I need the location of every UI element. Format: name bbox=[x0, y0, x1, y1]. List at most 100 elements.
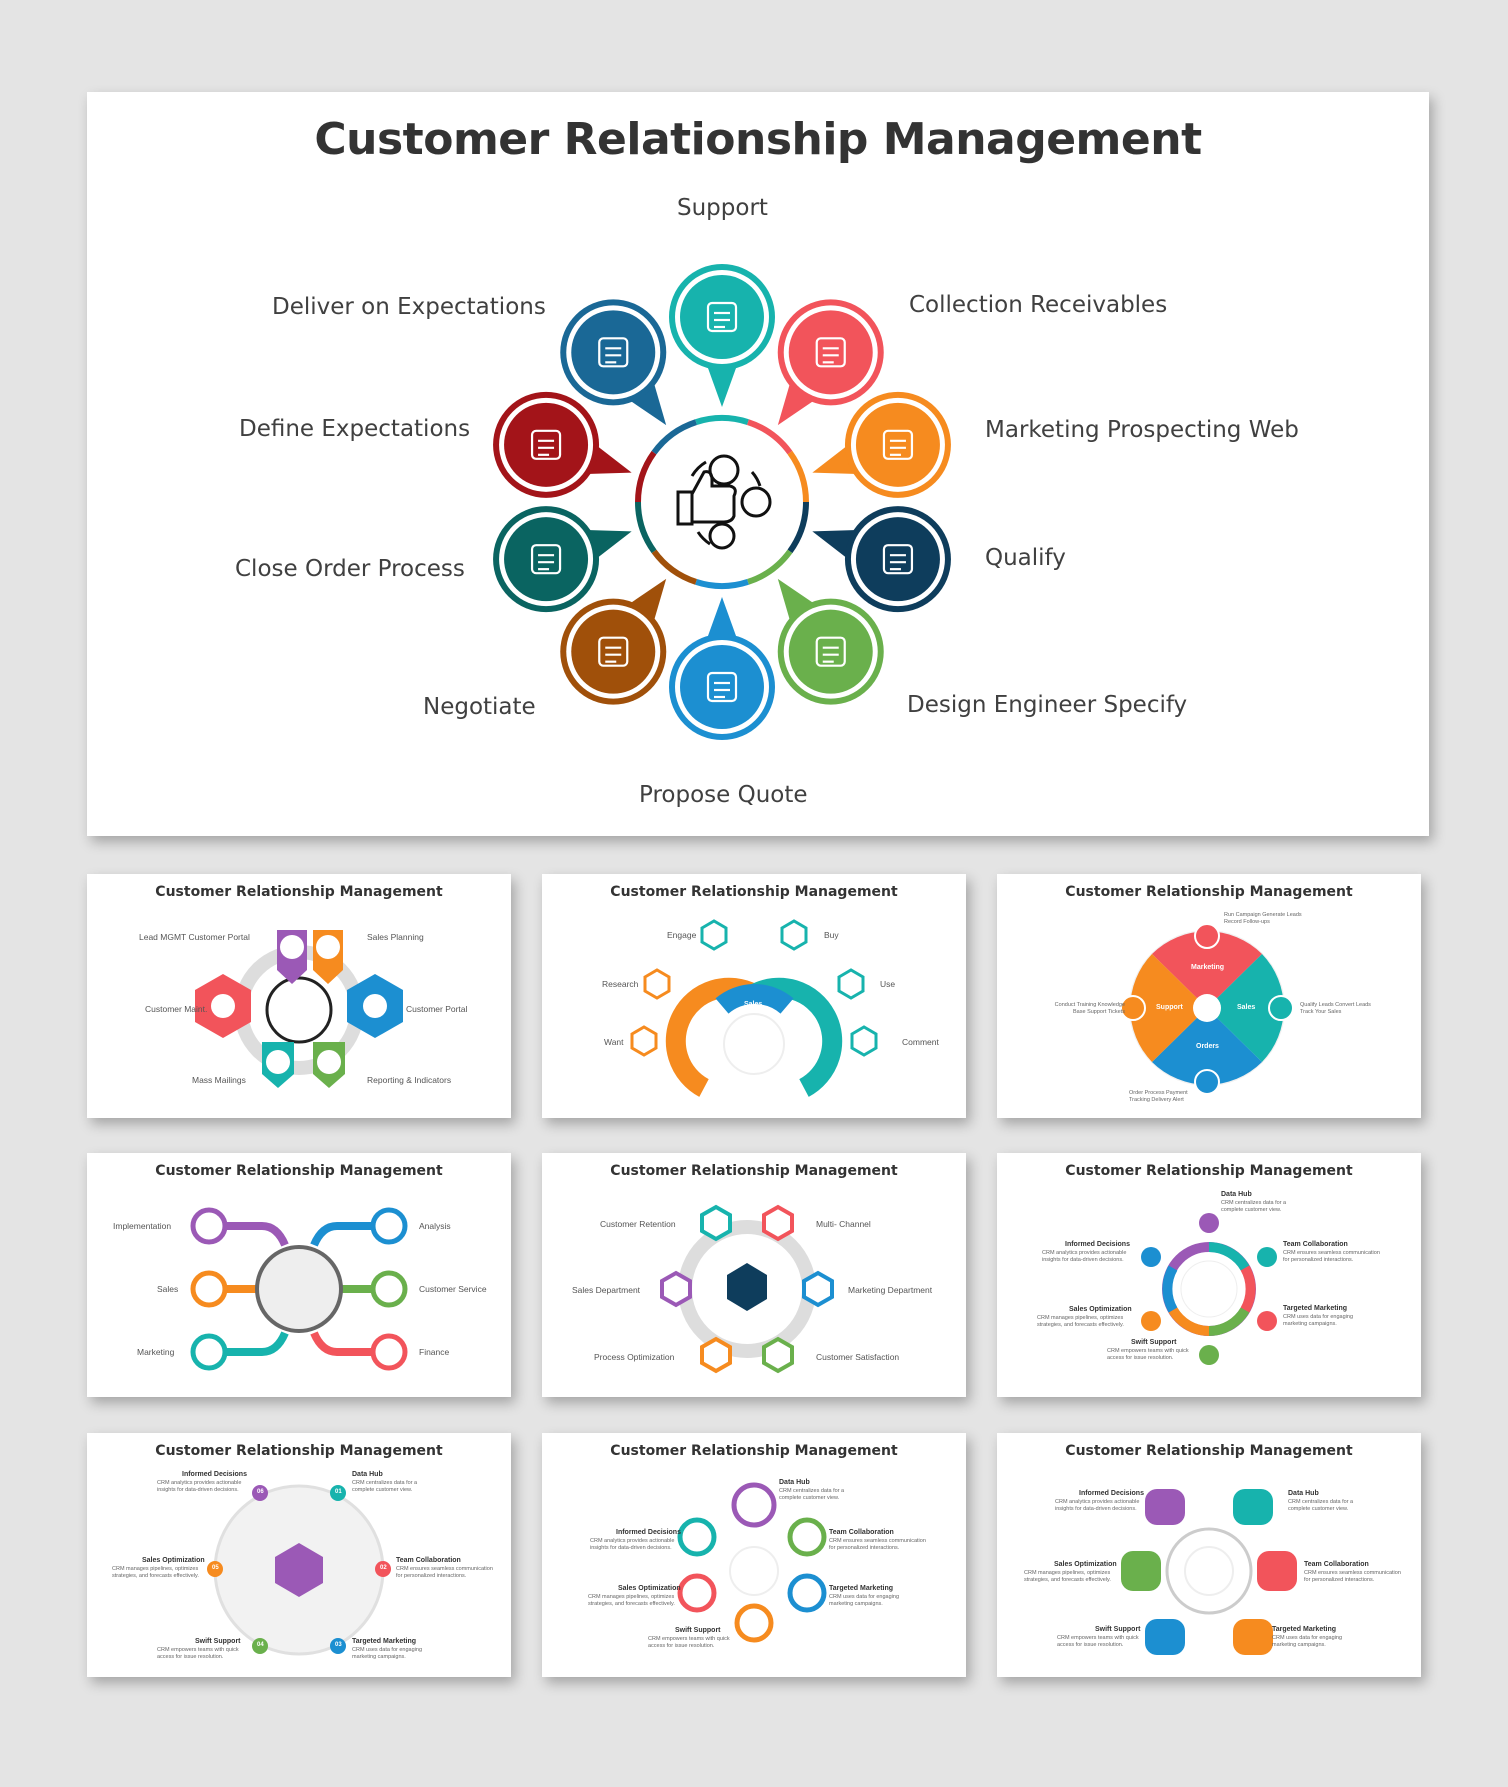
node-glyph bbox=[706, 671, 738, 703]
node-glyph bbox=[706, 301, 738, 333]
thumb-title: Customer Relationship Management bbox=[610, 884, 898, 900]
thumb-desc: Order Process Payment Tracking Delivery … bbox=[1129, 1090, 1188, 1103]
thumb-slide-8[interactable]: Customer Relationship Management Data Hu… bbox=[542, 1433, 966, 1677]
thumb-slide-3[interactable]: Customer Relationship Management Run Cam… bbox=[997, 874, 1421, 1118]
thumb-slide-4[interactable]: Customer Relationship Management Impleme… bbox=[87, 1153, 511, 1397]
thumb-label: Reporting & Indicators bbox=[367, 1075, 452, 1085]
thumb-title: Customer Relationship Management bbox=[1065, 1163, 1353, 1179]
segment-label: Orders bbox=[1196, 1043, 1219, 1050]
thumb-label: Customer Retention bbox=[600, 1219, 676, 1229]
thumb-label: Sales bbox=[157, 1284, 179, 1294]
node-label-propose-quote: Propose Quote bbox=[639, 782, 808, 808]
center-ring-segment bbox=[787, 501, 809, 554]
item-name: Data Hub bbox=[1288, 1490, 1319, 1497]
thumb-slide-9[interactable]: Customer Relationship Management Informe… bbox=[997, 1433, 1421, 1677]
thumb-label: Process Optimization bbox=[594, 1352, 675, 1362]
node-label-support: Support bbox=[677, 195, 768, 221]
item-name: Targeted Marketing bbox=[1283, 1305, 1348, 1312]
item-name: Data Hub bbox=[779, 1479, 810, 1486]
hand-money-icon bbox=[788, 310, 873, 395]
thumb-label: Finance bbox=[419, 1347, 450, 1357]
item-desc: CRM analytics provides actionable insigh… bbox=[157, 1480, 242, 1493]
node-glyph bbox=[882, 544, 914, 575]
thumb-title: Customer Relationship Management bbox=[155, 884, 443, 900]
item-name: Data Hub bbox=[352, 1471, 383, 1478]
thumb-label: Marketing bbox=[137, 1347, 175, 1357]
node-label-design-engineer-specify: Design Engineer Specify bbox=[907, 692, 1188, 718]
item-name: Sales Optimization bbox=[618, 1585, 681, 1592]
center-ring-segment bbox=[651, 549, 698, 585]
deal-handshake-icon bbox=[571, 609, 656, 694]
item-name: Team Collaboration bbox=[1304, 1561, 1369, 1568]
step-number: 04 bbox=[257, 1642, 264, 1648]
item-name: Targeted Marketing bbox=[352, 1638, 417, 1645]
megaphone-icon bbox=[855, 402, 940, 487]
thumb-title: Customer Relationship Management bbox=[610, 1443, 898, 1459]
center-ring-segment bbox=[746, 549, 793, 585]
thumb-label: Implementation bbox=[113, 1221, 172, 1231]
item-desc: CRM ensures seamless communication for p… bbox=[396, 1566, 493, 1579]
center-ring-segment bbox=[746, 419, 793, 455]
item-desc: CRM centralizes data for a complete cust… bbox=[779, 1488, 845, 1501]
thumb-slide-6[interactable]: Customer Relationship Management Data Hu… bbox=[997, 1153, 1421, 1397]
item-name: Data Hub bbox=[1221, 1191, 1252, 1198]
thumb-label: Customer Maint. bbox=[145, 1004, 208, 1014]
thumb-slide-2[interactable]: Customer Relationship Management Engage … bbox=[542, 874, 966, 1118]
segment-label: Support bbox=[1156, 1004, 1183, 1011]
center-ring-segment bbox=[635, 450, 657, 503]
thumb-label: Customer Portal bbox=[406, 1004, 468, 1014]
thumb-diagram bbox=[1121, 1489, 1297, 1655]
thumb-label: Engage bbox=[667, 930, 697, 940]
item-name: Targeted Marketing bbox=[1272, 1626, 1337, 1633]
main-slide[interactable]: Customer Relationship Management bbox=[87, 92, 1429, 836]
item-desc: CRM uses data for engaging marketing cam… bbox=[829, 1594, 900, 1607]
step-number: 02 bbox=[380, 1565, 387, 1571]
thumb-diagram bbox=[1120, 923, 1294, 1095]
item-name: Swift Support bbox=[195, 1638, 241, 1645]
item-desc: CRM analytics provides actionable insigh… bbox=[590, 1538, 675, 1551]
thumb-label: Use bbox=[880, 979, 896, 989]
node-pointer bbox=[704, 357, 740, 407]
thumb-title: Customer Relationship Management bbox=[1065, 884, 1353, 900]
node-glyph bbox=[530, 429, 562, 460]
engineer-icon bbox=[788, 609, 873, 694]
thumb-desc: Run Campaign Generate Leads Record Follo… bbox=[1224, 912, 1302, 925]
node-label-negotiate: Negotiate bbox=[423, 694, 536, 720]
item-name: Targeted Marketing bbox=[829, 1585, 894, 1592]
step-number: 03 bbox=[335, 1642, 342, 1648]
node-label-marketing-prospecting-web: Marketing Prospecting Web bbox=[985, 417, 1299, 443]
step-number: 01 bbox=[335, 1489, 342, 1495]
item-name: Sales Optimization bbox=[1054, 1561, 1117, 1568]
thumb-label: Multi- Channel bbox=[816, 1219, 871, 1229]
item-desc: CRM uses data for engaging marketing cam… bbox=[1283, 1314, 1354, 1327]
document-pen-icon bbox=[680, 645, 764, 729]
thumb-diagram bbox=[1141, 1213, 1277, 1365]
thumb-desc: Conduct Training Knowledge Base Support … bbox=[1054, 1002, 1125, 1015]
item-desc: CRM empowers teams with quick access for… bbox=[648, 1636, 730, 1649]
item-name: Informed Decisions bbox=[616, 1529, 681, 1536]
item-name: Informed Decisions bbox=[1065, 1241, 1130, 1248]
item-name: Informed Decisions bbox=[182, 1471, 247, 1478]
item-name: Team Collaboration bbox=[396, 1557, 461, 1564]
handshake-high-five-icon bbox=[680, 275, 764, 359]
node-glyph bbox=[815, 636, 846, 667]
item-desc: CRM manages pipelines, optimizes strateg… bbox=[588, 1594, 675, 1607]
thumb-slide-7[interactable]: Customer Relationship Management 01 02 0… bbox=[87, 1433, 511, 1677]
item-desc: CRM manages pipelines, optimizes strateg… bbox=[1024, 1570, 1111, 1583]
certificate-icon bbox=[855, 517, 940, 602]
thumb-title: Customer Relationship Management bbox=[155, 1163, 443, 1179]
node-glyph bbox=[530, 544, 562, 575]
thumb-desc: Qualify Leads Convert Leads Track Your S… bbox=[1300, 1002, 1371, 1015]
thumb-label: Lead MGMT Customer Portal bbox=[139, 932, 250, 942]
item-desc: CRM empowers teams with quick access for… bbox=[1107, 1348, 1189, 1361]
item-name: Swift Support bbox=[1131, 1339, 1177, 1346]
item-desc: CRM centralizes data for a complete cust… bbox=[1221, 1200, 1287, 1213]
thumb-slide-1[interactable]: Customer Relationship Management Lead MG… bbox=[87, 874, 511, 1118]
thumb-diagram bbox=[677, 1482, 827, 1643]
item-name: Informed Decisions bbox=[1079, 1490, 1144, 1497]
node-glyph bbox=[815, 337, 846, 368]
thumb-slide-5[interactable]: Customer Relationship Management Custome… bbox=[542, 1153, 966, 1397]
item-desc: CRM uses data for engaging marketing cam… bbox=[352, 1647, 423, 1660]
thumb-diagram bbox=[207, 1484, 391, 1656]
item-desc: CRM ensures seamless communication for p… bbox=[1304, 1570, 1401, 1583]
